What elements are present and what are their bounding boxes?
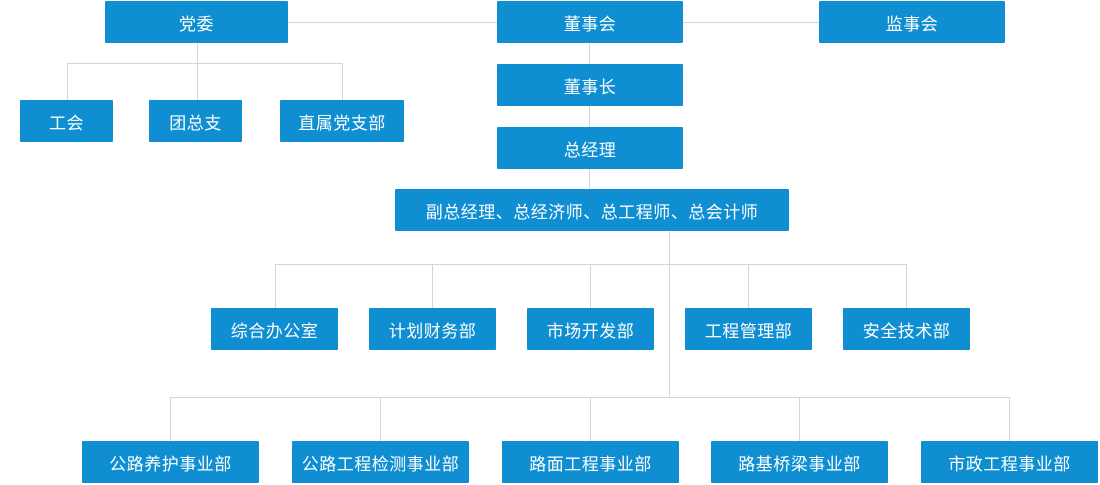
- node-division[interactable]: 公路工程检测事业部: [292, 441, 469, 483]
- connector-dept-4: [748, 264, 749, 308]
- connector-chairman-gm: [589, 106, 590, 127]
- node-department[interactable]: 综合办公室: [211, 308, 338, 350]
- node-party-committee[interactable]: 党委: [105, 1, 288, 43]
- node-division[interactable]: 公路养护事业部: [82, 441, 259, 483]
- connector-party-branches: [67, 63, 343, 64]
- connector-dept-2: [432, 264, 433, 308]
- node-general-manager[interactable]: 总经理: [497, 127, 683, 169]
- connector-dept-1: [275, 264, 276, 308]
- connector-dept-5: [906, 264, 907, 308]
- node-department[interactable]: 市场开发部: [527, 308, 654, 350]
- node-department[interactable]: 计划财务部: [369, 308, 496, 350]
- node-division[interactable]: 路面工程事业部: [502, 441, 679, 483]
- node-department[interactable]: 安全技术部: [843, 308, 970, 350]
- connector-dept-3: [590, 264, 591, 308]
- node-youth-league[interactable]: 团总支: [149, 100, 242, 142]
- connector-direct-branch: [342, 63, 343, 100]
- connector-gm-deputies: [589, 169, 590, 189]
- node-division[interactable]: 市政工程事业部: [921, 441, 1098, 483]
- connector-union: [67, 63, 68, 100]
- connector-board-supervisory: [683, 22, 819, 23]
- node-chairman[interactable]: 董事长: [497, 64, 683, 106]
- connector-div-3: [590, 397, 591, 441]
- connector-board-chairman: [589, 43, 590, 64]
- node-union[interactable]: 工会: [20, 100, 113, 142]
- connector-departments-bar: [275, 264, 907, 265]
- node-board[interactable]: 董事会: [497, 1, 683, 43]
- connector-div-2: [380, 397, 381, 441]
- node-division[interactable]: 路基桥梁事业部: [711, 441, 888, 483]
- connector-div-5: [1009, 397, 1010, 441]
- node-direct-party-branch[interactable]: 直属党支部: [280, 100, 404, 142]
- connector-deputies-trunk: [669, 231, 670, 397]
- node-supervisory-board[interactable]: 监事会: [819, 1, 1005, 43]
- connector-party-board: [288, 22, 497, 23]
- node-department[interactable]: 工程管理部: [685, 308, 812, 350]
- connector-party-down: [197, 43, 198, 63]
- connector-div-4: [799, 397, 800, 441]
- node-deputies[interactable]: 副总经理、总经济师、总工程师、总会计师: [395, 189, 789, 231]
- connector-youth-league: [197, 63, 198, 100]
- connector-div-1: [170, 397, 171, 441]
